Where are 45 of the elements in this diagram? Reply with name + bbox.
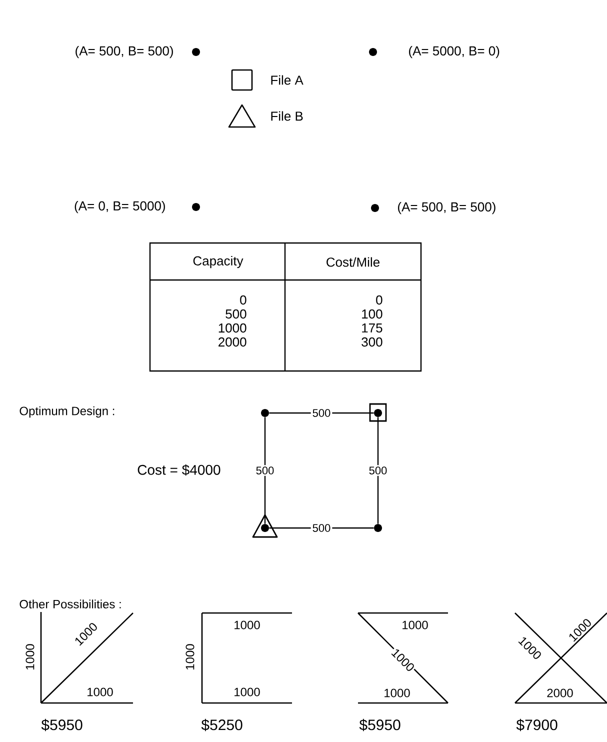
point-label: (A= 0, B= 5000) [74,200,165,214]
legend-label: File A [271,75,304,85]
capacity-label: 1000 [234,688,260,696]
point-label: (A= 5000, B= 0) [409,46,500,58]
dot [371,204,379,212]
capacity-label: 2000 [547,688,573,698]
capacity-label: 1000 [88,688,113,696]
table-cell: 100 [362,309,382,319]
dot [261,409,269,417]
dot [192,48,200,56]
line [269,527,374,529]
cost-label: $5250 [201,718,242,732]
table-cell: 175 [362,323,382,333]
dot [192,203,200,211]
table-cell: 0 [376,295,382,305]
line [264,417,266,524]
heading: Optimum Design : [20,406,114,418]
dot [374,524,382,532]
point-label: (A= 500, B= 500) [76,46,173,58]
line [377,417,379,524]
cost-label: $5950 [41,718,82,732]
capacity-label: 1000 [384,688,410,698]
edge-label: 500 [310,408,332,418]
table-cell: 2000 [218,337,246,347]
line [269,412,374,414]
cost-label: Cost = $4000 [138,464,220,476]
cost-label: $7900 [516,718,558,732]
dot [369,48,377,56]
edge-label: 500 [254,465,276,476]
table-cell: 0 [240,295,246,305]
table-cell: Capacity [193,256,244,268]
table-cell: Cost/Mile [326,257,380,267]
capacity-label: 1000 [26,644,34,670]
point-label: (A= 500, B= 500) [398,202,496,214]
capacity-label: 1000 [402,620,428,630]
legend-label: File B [271,111,303,121]
edge-label: 500 [367,465,389,476]
cost-label: $5950 [359,718,400,732]
edge-label: 500 [310,522,332,534]
capacity-label: 1000 [186,644,194,670]
table-cell: 1000 [218,323,246,333]
capacity-label: 1000 [234,620,260,630]
table-cell: 500 [226,309,246,319]
table-cell: 300 [362,337,382,347]
heading: Other Possibilities : [20,600,121,608]
